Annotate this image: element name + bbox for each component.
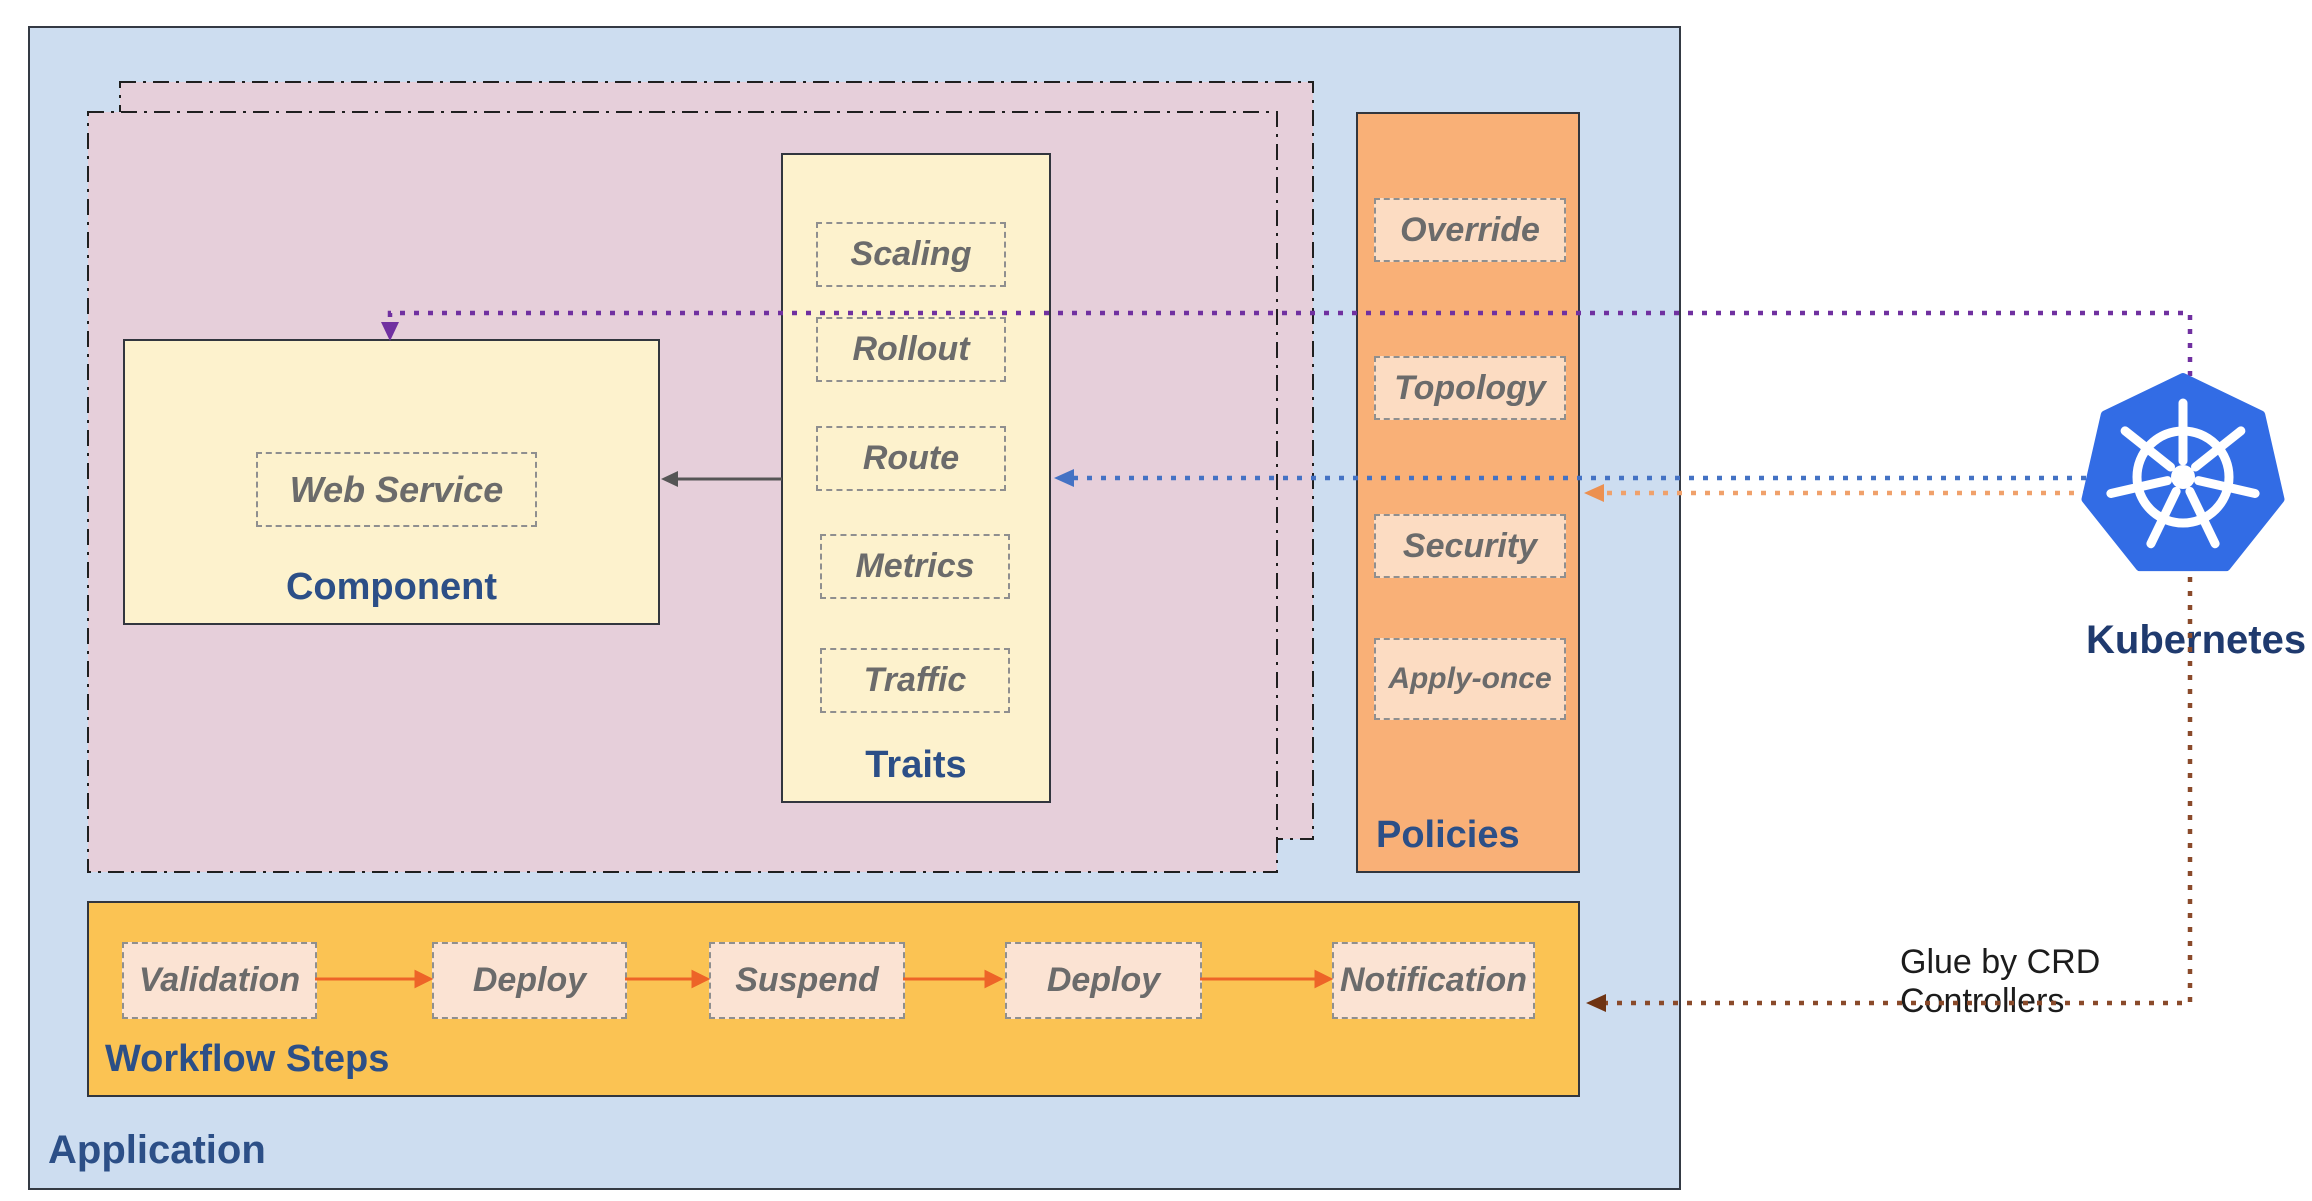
workflow-label: Workflow Steps	[105, 1038, 390, 1080]
component-label: Component	[285, 566, 498, 608]
step-deploy-1: Deploy	[432, 942, 627, 1019]
step-deploy-2: Deploy	[1005, 942, 1202, 1019]
kubernetes-logo-icon	[2081, 373, 2285, 572]
trait-item-rollout: Rollout	[816, 317, 1006, 382]
policy-item-topology: Topology	[1374, 356, 1566, 420]
trait-item-scaling: Scaling	[816, 222, 1006, 287]
trait-item-traffic: Traffic	[820, 648, 1010, 713]
policies-box: Override Topology Security Apply-once Po…	[1356, 112, 1580, 873]
traits-label: Traits	[865, 744, 967, 786]
component-box: Web Service Component	[123, 339, 660, 625]
application-label: Application	[48, 1128, 266, 1172]
trait-item-route: Route	[816, 426, 1006, 491]
step-validation: Validation	[122, 942, 317, 1019]
workflow-box: Validation Deploy Suspend Deploy Notific…	[87, 901, 1580, 1097]
policies-label: Policies	[1376, 814, 1520, 856]
trait-item-metrics: Metrics	[820, 534, 1010, 599]
step-suspend: Suspend	[709, 942, 905, 1019]
traits-box: Scaling Rollout Route Metrics Traffic Tr…	[781, 153, 1051, 803]
glue-annotation: Glue by CRD Controllers	[1900, 943, 2101, 1020]
policy-item-override: Override	[1374, 198, 1566, 262]
step-notification: Notification	[1332, 942, 1535, 1019]
kubernetes-label: Kubernetes	[2086, 618, 2307, 662]
web-service-item: Web Service	[256, 452, 537, 527]
policy-item-apply-once: Apply-once	[1374, 638, 1566, 720]
policy-item-security: Security	[1374, 514, 1566, 578]
